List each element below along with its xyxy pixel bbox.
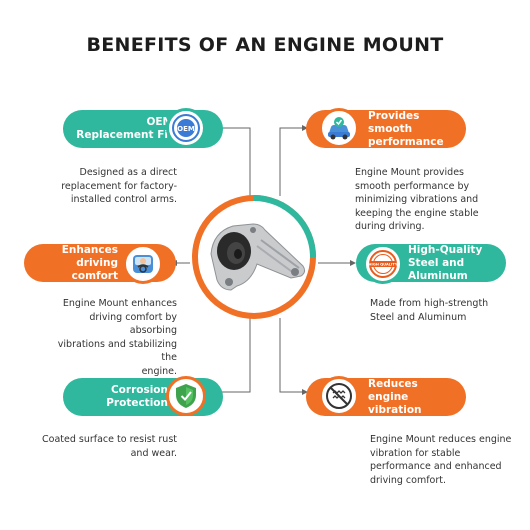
benefit-description: Designed as a direct replacement for fac…: [61, 167, 177, 205]
svg-text:HIGH QUALITY: HIGH QUALITY: [369, 263, 398, 267]
benefit-heading: OEM Replacement Fit: [76, 116, 173, 141]
benefit-heading: Enhances driving comfort: [61, 243, 118, 282]
benefit-description: Made from high-strength Steel and Alumin…: [370, 298, 489, 323]
benefit-heading: Provides smooth performance: [368, 109, 444, 148]
high-quality-stamp-icon: HIGH QUALITY: [363, 244, 403, 284]
benefit-description: Engine Mount enhances driving comfort by…: [57, 298, 177, 377]
benefit-description: Engine Mount provides smooth performance…: [355, 167, 479, 232]
driver-icon: [123, 244, 163, 284]
engine-mount-image: [191, 194, 317, 320]
page-title: BENEFITS OF AN ENGINE MOUNT: [86, 34, 444, 56]
benefit-description: Engine Mount reduces engine vibration fo…: [370, 434, 512, 486]
car-check-icon: [319, 108, 359, 148]
no-vibration-icon: [319, 376, 359, 416]
benefit-heading: Reduces engine vibration: [368, 377, 422, 416]
shield-check-icon: [166, 376, 206, 416]
benefit-description: Coated surface to resist rust and wear.: [42, 434, 177, 459]
oem-seal-icon: OEM: [166, 108, 206, 148]
svg-text:OEM: OEM: [177, 125, 195, 133]
benefit-heading: Corrosion Protection: [106, 384, 168, 409]
benefit-heading: High-Quality Steel and Aluminum: [408, 243, 483, 282]
